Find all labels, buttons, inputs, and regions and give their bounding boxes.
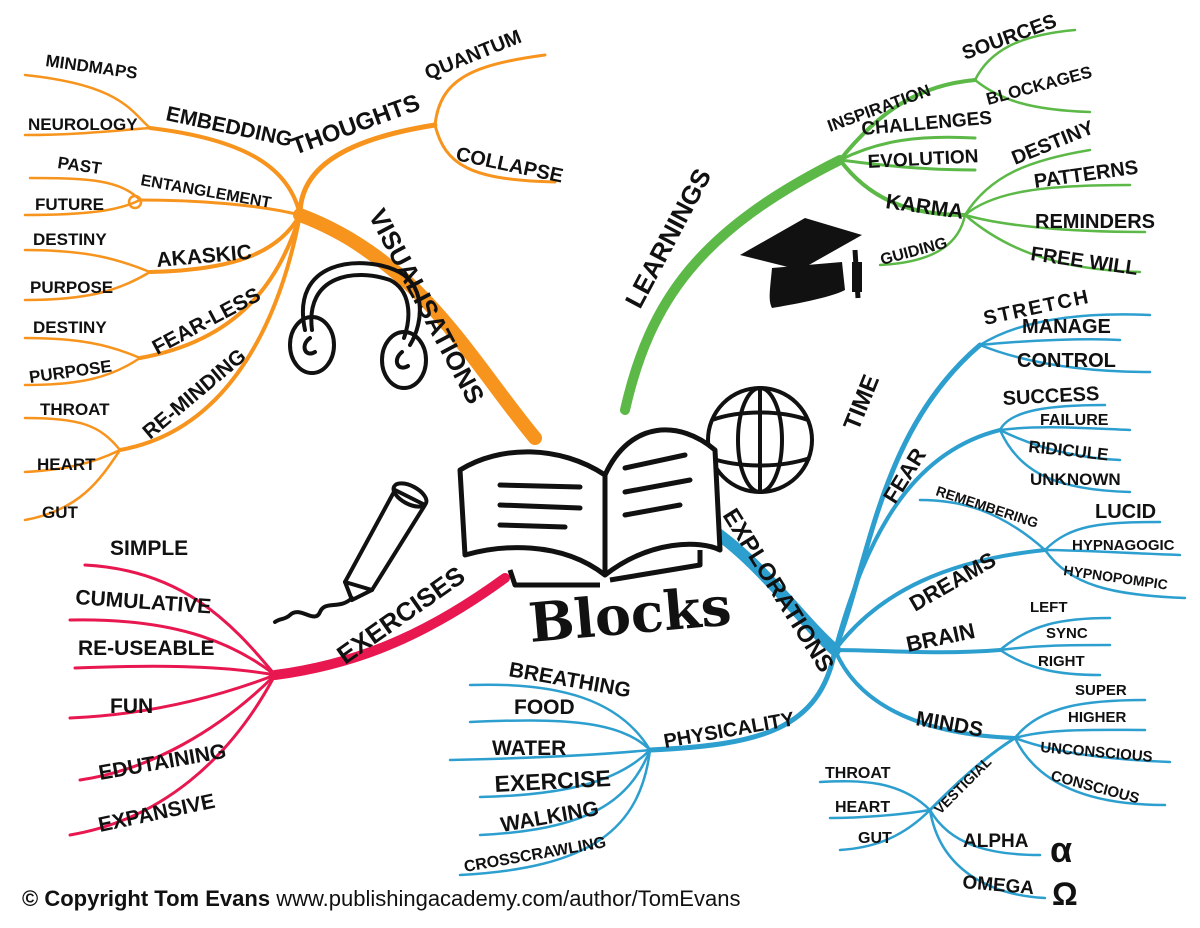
headphones-icon	[288, 261, 428, 390]
throat-label: THROAT	[40, 400, 110, 419]
alpha-label: ALPHA	[963, 831, 1029, 852]
ridicule-label: RIDICULE	[1028, 437, 1110, 464]
success-label: SUCCESS	[1002, 383, 1100, 410]
time-label: TIME	[839, 371, 886, 434]
simple-label: SIMPLE	[110, 537, 188, 560]
food-label: FOOD	[514, 696, 575, 719]
unknown-label: UNKNOWN	[1030, 470, 1121, 489]
alpha-symbol: α	[1050, 829, 1072, 870]
unconscious-label: UNCONSCIOUS	[1040, 739, 1154, 766]
past-label: PAST	[56, 153, 103, 178]
left-label: LEFT	[1030, 599, 1068, 616]
mindmaps-label: MINDMAPS	[44, 51, 138, 83]
gut-label: GUT	[42, 503, 79, 522]
walking-label: WALKING	[499, 797, 601, 837]
pencil-icon	[273, 481, 429, 624]
higher-label: HIGHER	[1068, 709, 1127, 726]
heart-label: HEART	[835, 799, 890, 816]
purpose-label: PURPOSE	[30, 278, 113, 297]
footer-credit: © Copyright Tom Evans www.publishingacad…	[22, 886, 740, 912]
right-label: RIGHT	[1038, 653, 1085, 670]
minds-label: MINDS	[914, 707, 985, 741]
karma-label: KARMA	[884, 190, 965, 224]
cumulative-label: CUMULATIVE	[75, 586, 212, 618]
sync-label: SYNC	[1046, 625, 1088, 642]
neurology-label: NEUROLOGY	[28, 115, 138, 134]
future-label: FUTURE	[35, 195, 104, 214]
super-label: SUPER	[1075, 682, 1127, 699]
graduation-cap-icon	[740, 218, 862, 308]
reminding-label: RE-MINDING	[138, 344, 250, 443]
control-label: CONTROL	[1017, 350, 1116, 372]
fun-label: FUN	[110, 695, 153, 718]
akaskic-label: AKASKIC	[155, 241, 252, 272]
patterns-label: PATTERNS	[1033, 157, 1140, 193]
sources-label: SOURCES	[959, 10, 1059, 65]
water-label: WATER	[492, 737, 566, 760]
destiny-label: DESTINY	[33, 318, 107, 337]
visualisations-branch	[23, 53, 557, 522]
omega-symbol: Ω	[1052, 876, 1078, 912]
copyright-text: © Copyright Tom Evans	[22, 886, 271, 911]
gut-label: GUT	[858, 830, 892, 847]
learnings-branch	[620, 28, 1147, 415]
destiny-label: DESTINY	[1009, 117, 1098, 170]
visualisations-label: VISUALISATIONS	[363, 204, 491, 409]
manage-label: MANAGE	[1022, 316, 1111, 338]
failure-label: FAILURE	[1040, 412, 1109, 429]
thoughts-label: THOUGHTS	[288, 89, 424, 160]
reuseable-label: RE-USEABLE	[78, 637, 215, 660]
collapse-label: COLLAPSE	[454, 143, 565, 187]
edutaining-label: EDUTAINING	[97, 740, 228, 785]
vestigial-label: VESTIGIAL	[931, 753, 995, 817]
exercises-sub-labels: SIMPLE CUMULATIVE RE-USEABLE FUN EDUTAIN…	[75, 537, 228, 837]
exercise-label: EXERCISE	[494, 765, 612, 797]
physicality-label: PHYSICALITY	[662, 708, 797, 753]
hypnagogic-label: HYPNAGOGIC	[1072, 537, 1175, 554]
reminders-label: REMINDERS	[1035, 211, 1155, 233]
free-will-label: FREE WILL	[1029, 243, 1139, 280]
exercises-branch	[68, 563, 510, 837]
explorations-branch	[448, 313, 1187, 900]
destiny-label: DESTINY	[33, 230, 107, 249]
open-book-icon	[457, 427, 723, 588]
conscious-label: CONSCIOUS	[1049, 767, 1141, 807]
explorations-label: EXPLORATIONS	[717, 504, 839, 677]
expansive-label: EXPANSIVE	[96, 790, 217, 837]
entanglement-label: ENTANGLEMENT	[139, 172, 272, 212]
fearless-label: FEAR-LESS	[149, 283, 265, 359]
author-url-link[interactable]: www.publishingacademy.com/author/TomEvan…	[276, 886, 741, 911]
blockages-label: BLOCKAGES	[984, 62, 1094, 108]
omega-label: OMEGA	[962, 872, 1036, 899]
remembering-label: REMEMBERING	[934, 483, 1040, 531]
throat-label: THROAT	[825, 765, 891, 782]
guiding-label: GUIDING	[879, 235, 950, 269]
quantum-label: QUANTUM	[422, 26, 525, 85]
hypnopompic-label: HYPNOPOMPIC	[1063, 562, 1169, 592]
heart-label: HEART	[37, 455, 96, 474]
crosscrawling-label: CROSSCRAWLING	[463, 834, 608, 876]
globe-icon	[706, 386, 814, 494]
visualisations-sub-labels: THOUGHTS QUANTUM COLLAPSE EMBEDDING MIND…	[28, 26, 565, 522]
lucid-label: LUCID	[1095, 501, 1156, 523]
